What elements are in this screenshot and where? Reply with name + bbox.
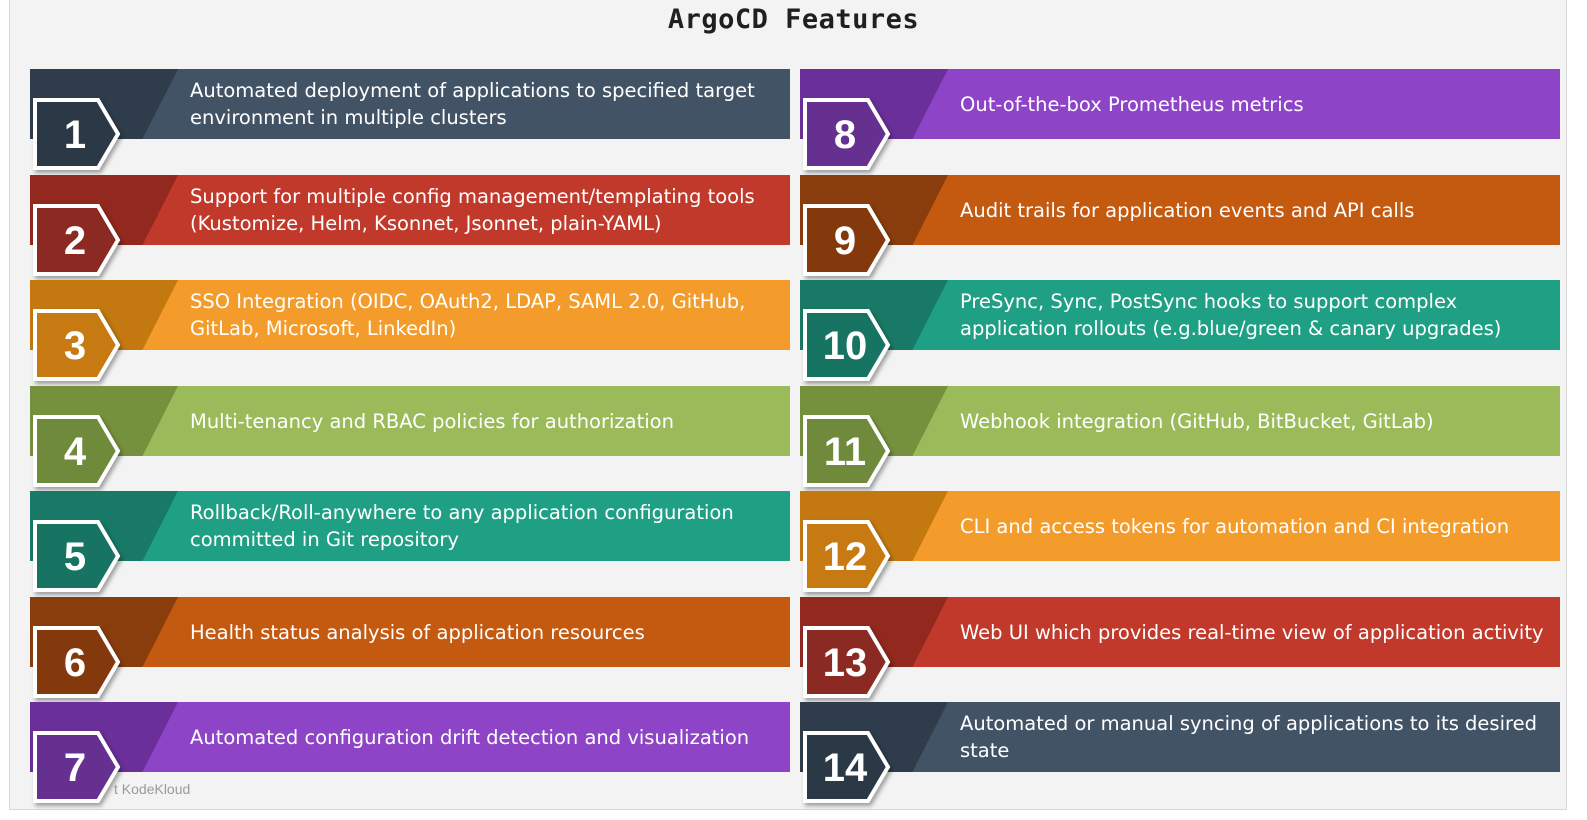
- feature-number: 5: [63, 535, 87, 579]
- copyright-note: t KodeKloud: [114, 781, 191, 797]
- feature-item-14: Automated or manual syncing of applicati…: [800, 702, 1560, 806]
- number-badge: 1: [32, 97, 130, 171]
- feature-text: Webhook integration (GitHub, BitBucket, …: [960, 409, 1434, 433]
- arrow-badge-icon: [803, 731, 891, 803]
- feature-item-13: Web UI which provides real-time view of …: [800, 597, 1560, 701]
- feature-band: [900, 597, 1560, 667]
- feature-number: 1: [63, 113, 87, 157]
- feature-number: 10: [822, 324, 868, 368]
- feature-number: 3: [63, 324, 87, 368]
- feature-item-9: Audit trails for application events and …: [800, 175, 1560, 279]
- feature-number: 6: [63, 641, 87, 685]
- feature-item-8: Out-of-the-box Prometheus metrics 8: [800, 69, 1560, 173]
- feature-number: 4: [63, 430, 87, 474]
- arrow-badge-icon: [33, 204, 121, 276]
- arrow-badge-icon: [803, 626, 891, 698]
- feature-band: [130, 69, 790, 139]
- feature-number: 12: [822, 535, 868, 579]
- feature-text: Rollback/Roll-anywhere to any applicatio…: [190, 501, 734, 551]
- number-badge: 3: [32, 308, 130, 382]
- feature-band: [900, 175, 1560, 245]
- number-badge: 5: [32, 519, 130, 593]
- number-badge: 11: [802, 414, 900, 488]
- feature-text: Audit trails for application events and …: [960, 198, 1415, 222]
- feature-band: [130, 702, 790, 772]
- feature-text: SSO Integration (OIDC, OAuth2, LDAP, SAM…: [190, 290, 746, 340]
- number-badge: 12: [802, 519, 900, 593]
- number-badge: 13: [802, 625, 900, 699]
- feature-text: Automated deployment of applications to …: [190, 79, 755, 129]
- feature-number: 2: [63, 219, 87, 263]
- feature-item-3: SSO Integration (OIDC, OAuth2, LDAP, SAM…: [30, 280, 790, 384]
- feature-band: [130, 175, 790, 245]
- feature-band: [130, 280, 790, 350]
- arrow-badge-icon: [33, 520, 121, 592]
- arrow-badge-icon: [33, 626, 121, 698]
- feature-band: [900, 386, 1560, 456]
- feature-item-12: CLI and access tokens for automation and…: [800, 491, 1560, 595]
- number-badge: 7: [32, 730, 130, 804]
- feature-number: 9: [833, 219, 857, 263]
- page-title: ArgoCD Features: [667, 4, 920, 35]
- number-badge: 2: [32, 203, 130, 277]
- feature-text: CLI and access tokens for automation and…: [960, 514, 1510, 538]
- feature-number: 14: [822, 746, 868, 790]
- feature-text: Health status analysis of application re…: [190, 620, 645, 644]
- number-badge: 8: [802, 97, 900, 171]
- feature-text: Automated configuration drift detection …: [190, 725, 750, 749]
- feature-item-1: Automated deployment of applications to …: [30, 69, 790, 173]
- feature-item-5: Rollback/Roll-anywhere to any applicatio…: [30, 491, 790, 595]
- feature-text: Support for multiple config management/t…: [190, 185, 755, 235]
- feature-text: Web UI which provides real-time view of …: [960, 620, 1544, 644]
- feature-item-4: Multi-tenancy and RBAC policies for auth…: [30, 386, 790, 490]
- feature-item-2: Support for multiple config management/t…: [30, 175, 790, 279]
- feature-number: 8: [833, 113, 857, 157]
- feature-item-10: PreSync, Sync, PostSync hooks to support…: [800, 280, 1560, 384]
- feature-text: PreSync, Sync, PostSync hooks to support…: [960, 290, 1502, 340]
- number-badge: 6: [32, 625, 130, 699]
- feature-item-7: Automated configuration drift detection …: [30, 702, 790, 806]
- feature-band: [130, 386, 790, 456]
- arrow-badge-icon: [803, 309, 891, 381]
- number-badge: 9: [802, 203, 900, 277]
- number-badge: 14: [802, 730, 900, 804]
- feature-band: [900, 69, 1560, 139]
- feature-item-6: Health status analysis of application re…: [30, 597, 790, 701]
- feature-band: [900, 491, 1560, 561]
- arrow-badge-icon: [803, 98, 891, 170]
- arrow-badge-icon: [803, 204, 891, 276]
- arrow-badge-icon: [33, 731, 121, 803]
- feature-item-11: Webhook integration (GitHub, BitBucket, …: [800, 386, 1560, 490]
- feature-band: [900, 280, 1560, 350]
- number-badge: 4: [32, 414, 130, 488]
- arrow-badge-icon: [33, 98, 121, 170]
- arrow-badge-icon: [803, 520, 891, 592]
- arrow-badge-icon: [33, 415, 121, 487]
- feature-band: [130, 597, 790, 667]
- feature-text: Out-of-the-box Prometheus metrics: [960, 92, 1304, 116]
- feature-number: 7: [63, 746, 87, 790]
- feature-band: [130, 491, 790, 561]
- feature-band: [900, 702, 1560, 772]
- feature-text: Multi-tenancy and RBAC policies for auth…: [190, 409, 674, 433]
- feature-number: 11: [823, 430, 867, 474]
- feature-text: Automated or manual syncing of applicati…: [960, 712, 1537, 762]
- arrow-badge-icon: [803, 415, 891, 487]
- number-badge: 10: [802, 308, 900, 382]
- feature-number: 13: [822, 641, 868, 685]
- arrow-badge-icon: [33, 309, 121, 381]
